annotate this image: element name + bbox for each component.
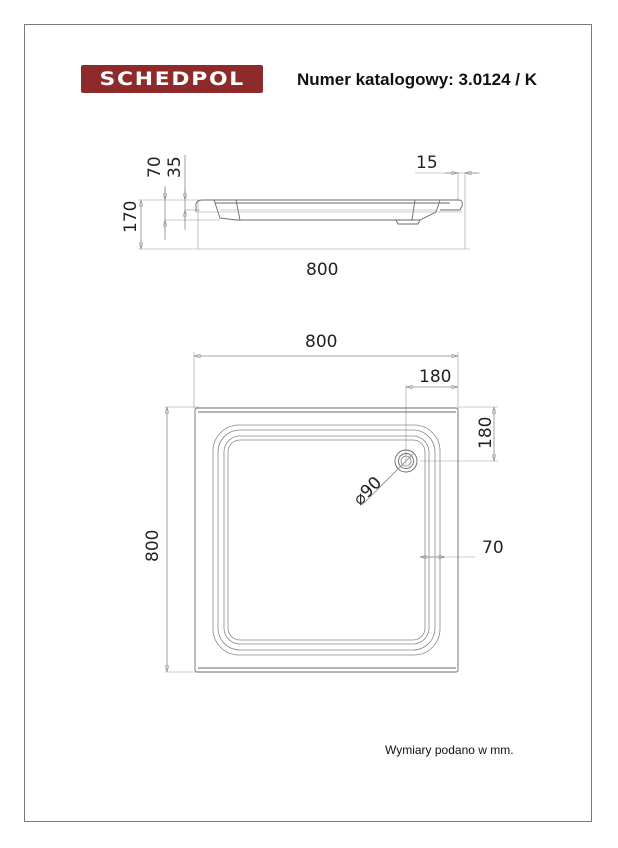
dim-drain-diameter: ⌀90 xyxy=(349,473,386,510)
page-border xyxy=(24,24,592,822)
brand-name: SCHEDPOL xyxy=(99,68,245,90)
top-view xyxy=(165,352,498,673)
dim-top-width: 800 xyxy=(305,332,337,352)
dim-top-depth: 800 xyxy=(143,530,163,562)
dim-drain-offset-y: 180 xyxy=(476,417,496,449)
side-view xyxy=(138,155,480,250)
catalog-number: Numer katalogowy: 3.0124 / K xyxy=(297,70,537,89)
dim-rim-overhang: 15 xyxy=(416,153,438,173)
dim-inner-height: 35 xyxy=(165,156,185,178)
dim-rim-width: 70 xyxy=(482,538,504,558)
dim-rim-height: 70 xyxy=(145,156,165,178)
brand-logo: SCHEDPOL xyxy=(81,65,263,93)
units-note: Wymiary podano w mm. xyxy=(385,743,514,757)
dim-side-width: 800 xyxy=(306,260,338,280)
dim-drain-offset-x: 180 xyxy=(419,367,451,387)
dim-total-height: 170 xyxy=(121,201,141,233)
